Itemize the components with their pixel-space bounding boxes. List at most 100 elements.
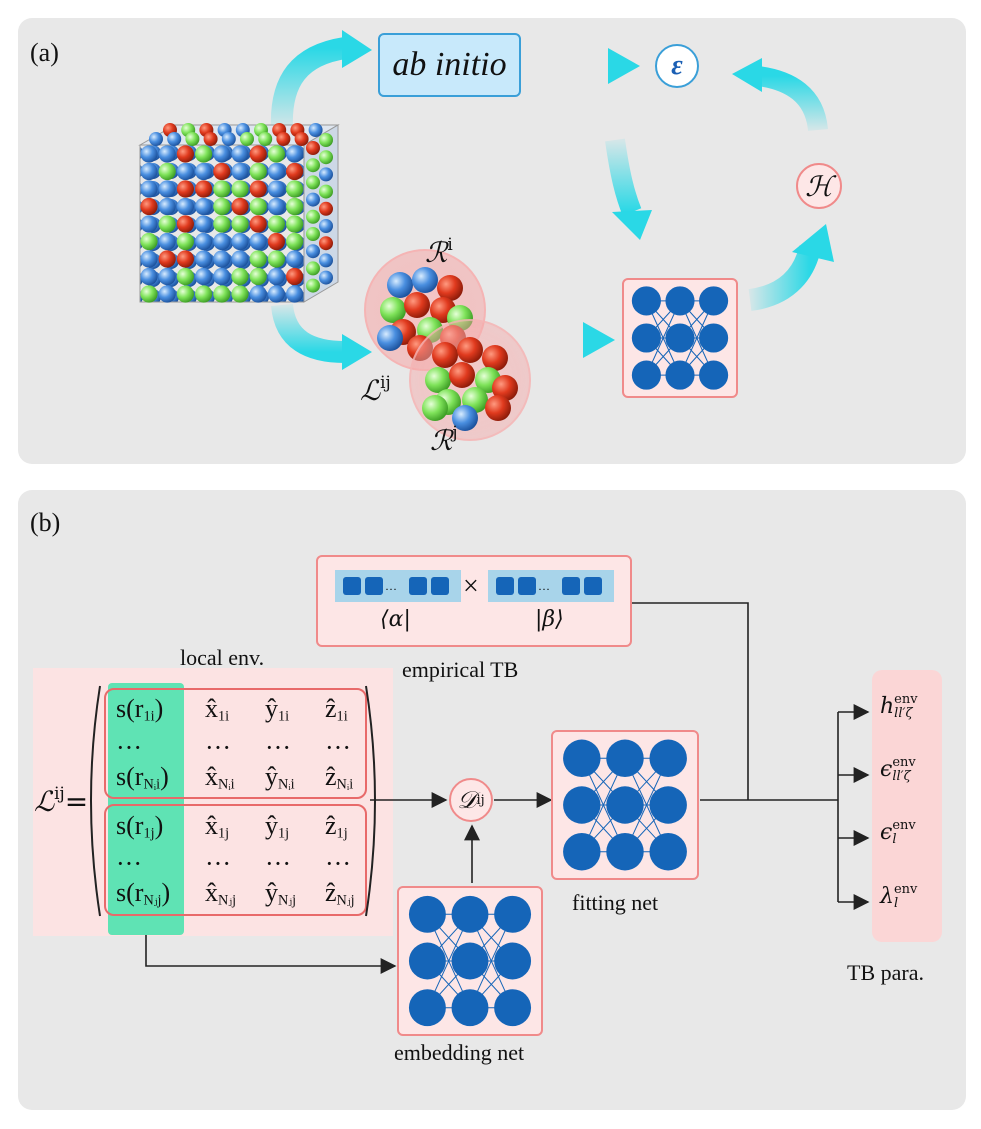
nn-node — [494, 895, 532, 933]
lattice-atom — [213, 162, 231, 181]
arrow-h-to-epsilon — [756, 66, 828, 132]
fitting-net-graph — [563, 739, 687, 871]
nn-node — [699, 323, 729, 353]
nn-node — [665, 360, 695, 390]
lattice-atom — [213, 145, 231, 163]
R-i-label: ℛi — [425, 234, 453, 269]
lattice-atom — [176, 162, 194, 181]
cluster-atom — [377, 325, 403, 351]
lattice-atom — [203, 132, 218, 146]
arrow-net-to-h — [748, 245, 821, 311]
alpha-vector — [335, 570, 461, 602]
matrix-cell: ··· — [265, 733, 291, 762]
lattice-atom — [195, 145, 213, 163]
lattice-atom — [158, 232, 176, 251]
lattice-atom — [176, 285, 194, 303]
lattice-atom — [158, 197, 176, 216]
matrix-cell: s(r1j) — [116, 811, 164, 842]
lattice-atom — [213, 215, 231, 233]
lattice-atom — [140, 180, 158, 198]
matrix-cell: ··· — [116, 733, 142, 762]
lattice-atom — [249, 250, 267, 268]
nn-node — [665, 286, 695, 316]
R-j-label: ℛj — [430, 422, 458, 457]
L-ij-label: ℒij — [360, 372, 391, 407]
arrow-epsilon-to-net — [605, 138, 642, 216]
ab-initio-label: ab initio — [392, 46, 507, 83]
matrix-cell: ẑNᵢi — [325, 762, 354, 793]
lattice-atom — [319, 253, 333, 268]
lattice-atom — [140, 145, 158, 163]
nn-node — [699, 286, 729, 316]
lattice-atom — [249, 232, 267, 251]
lattice-atom — [176, 250, 194, 268]
matrix-cell: ··· — [205, 733, 231, 762]
cluster-atom — [449, 362, 475, 388]
lattice-atom — [140, 285, 158, 303]
lattice-atom — [231, 145, 249, 163]
matrix-cell: ŷNⱼj — [265, 878, 297, 909]
lattice-atom — [195, 180, 213, 198]
panel-b-label: (b) — [30, 508, 61, 537]
lattice-atom — [176, 197, 194, 216]
lattice-atom — [267, 232, 285, 251]
hamiltonian-node: ℋ — [796, 163, 842, 209]
lattice-atom — [306, 192, 320, 207]
matrix-cell: s(rNᵢi) — [116, 762, 169, 793]
nn-node — [451, 942, 489, 980]
nn-node — [494, 989, 532, 1027]
lattice-atom — [267, 285, 285, 303]
lattice-atom — [195, 232, 213, 251]
lattice-atom — [258, 132, 273, 146]
matrix-cell: ŷ1i — [265, 694, 290, 725]
cluster-atom — [380, 297, 406, 323]
cluster-atom — [404, 292, 430, 318]
lattice-atom — [213, 180, 231, 198]
matrix-cell: ŷNᵢi — [265, 762, 295, 793]
cluster-atom — [492, 375, 518, 401]
nn-node — [563, 833, 601, 871]
lattice-atom — [286, 267, 304, 286]
ab-initio-box: ab initio — [378, 33, 521, 97]
nn-node — [665, 323, 695, 353]
lattice-atom — [176, 232, 194, 251]
lattice-atom — [140, 232, 158, 251]
s-column-highlight — [108, 683, 184, 935]
epsilon-symbol: ε — [671, 50, 683, 81]
lattice-atom — [249, 267, 267, 286]
nn-node — [699, 360, 729, 390]
lattice-atom — [249, 162, 267, 181]
matrix-cell: ··· — [325, 733, 351, 762]
lattice-atom — [294, 132, 309, 146]
cluster-atom — [452, 405, 478, 431]
lattice-atom — [249, 197, 267, 216]
matrix-cell: s(rNⱼj) — [116, 878, 171, 909]
matrix-cell: x̂1i — [205, 694, 230, 725]
matrix-cell: ··· — [265, 849, 291, 878]
lattice-atom — [213, 197, 231, 216]
lattice-atom — [308, 123, 323, 137]
lattice-atom — [195, 162, 213, 181]
embedding-net-graph — [408, 895, 532, 1027]
matrix-cell: ··· — [325, 849, 351, 878]
lattice-atom — [176, 180, 194, 198]
lattice-cube — [138, 123, 340, 303]
lattice-atom — [231, 285, 249, 303]
lattice-atom — [140, 250, 158, 268]
lattice-atom — [286, 145, 304, 163]
lattice-atom — [249, 145, 267, 163]
neural-net-a — [631, 286, 729, 390]
lattice-atom — [231, 232, 249, 251]
nn-node — [631, 323, 661, 353]
matrix-cell: ··· — [116, 849, 142, 878]
lattice-atom — [286, 232, 304, 251]
lattice-atom — [306, 278, 320, 293]
cluster-atom — [432, 342, 458, 368]
matrix-cell: ··· — [205, 849, 231, 878]
lattice-atom — [158, 162, 176, 181]
nn-node — [606, 786, 644, 824]
